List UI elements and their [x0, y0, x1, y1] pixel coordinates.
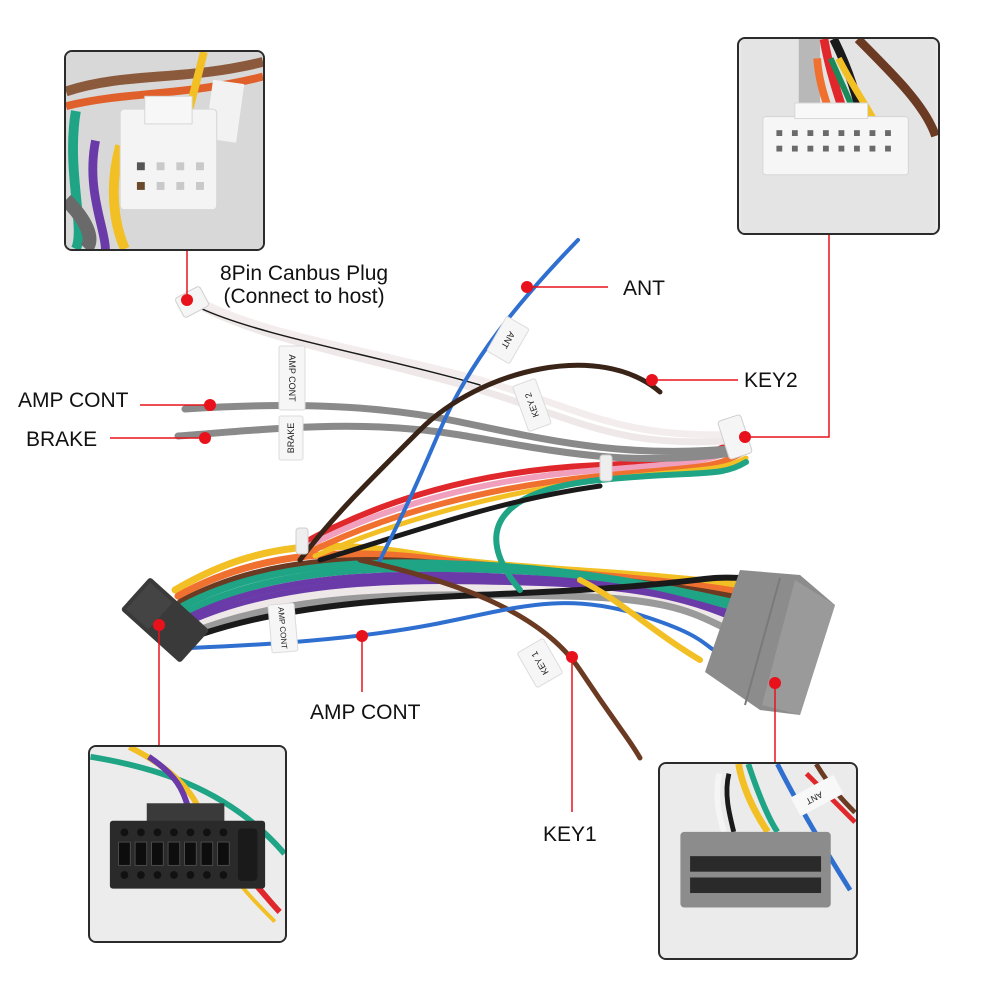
label-ant: ANT — [623, 277, 665, 300]
wire-tag-ant: ANT — [486, 316, 530, 364]
callout-dot-amp-cont-bottom — [356, 630, 368, 642]
cable-tie — [599, 454, 613, 482]
callout-dot-white-connector — [739, 431, 751, 443]
callout-dot-canbus — [181, 294, 193, 306]
label-brake: BRAKE — [26, 428, 98, 451]
wire-tag-brake: BRAKE — [278, 415, 304, 461]
label-key1: KEY1 — [543, 823, 597, 846]
svg-text:BRAKE: BRAKE — [286, 423, 296, 454]
inset-canbus-plug-photo — [64, 50, 265, 251]
svg-text:AMP CONT: AMP CONT — [276, 607, 289, 650]
wire-tag-amp-cont-lower: AMP CONT — [267, 602, 299, 654]
gray-connector-closeup: ANT — [661, 764, 856, 958]
label-canbus-plug: 8Pin Canbus Plug (Connect to host) — [220, 262, 388, 308]
label-amp-cont-left: AMP CONT — [18, 389, 129, 412]
black-connector-closeup — [90, 747, 285, 941]
callout-dot-gray-connector — [769, 677, 781, 689]
wire-tag-key1: KEY 1 — [517, 638, 563, 688]
wire-tag-key2: KEY 2 — [512, 378, 552, 432]
wire-tag-amp-cont-upper: AMP CONT — [278, 345, 306, 411]
callout-dot-ant — [521, 281, 533, 293]
wire-bundle — [171, 238, 749, 761]
label-canbus-plug-line1: 8Pin Canbus Plug — [220, 262, 389, 285]
inset-white-connector-photo — [737, 37, 940, 235]
label-amp-cont-bottom: AMP CONT — [310, 701, 421, 724]
callout-dot-amp-cont-left — [204, 399, 216, 411]
callout-dot-brake — [199, 432, 211, 444]
callout-dot-key2 — [646, 374, 658, 386]
callout-dot-black-connector — [153, 619, 165, 631]
callout-line-white-connector — [745, 235, 830, 438]
label-key2: KEY2 — [744, 369, 798, 392]
callout-lines — [110, 235, 830, 812]
canbus-plug-closeup — [66, 52, 263, 249]
inset-gray-connector-photo: ANT — [658, 762, 858, 960]
svg-text:AMP CONT: AMP CONT — [287, 354, 297, 402]
white-connector-closeup — [741, 39, 938, 233]
label-canbus-plug-line2: (Connect to host) — [223, 285, 385, 309]
cable-tie — [295, 527, 309, 555]
callout-dots — [153, 281, 781, 689]
black-iso-connector — [121, 578, 209, 662]
callout-dot-key1 — [566, 651, 578, 663]
inset-black-connector-photo — [88, 745, 287, 943]
